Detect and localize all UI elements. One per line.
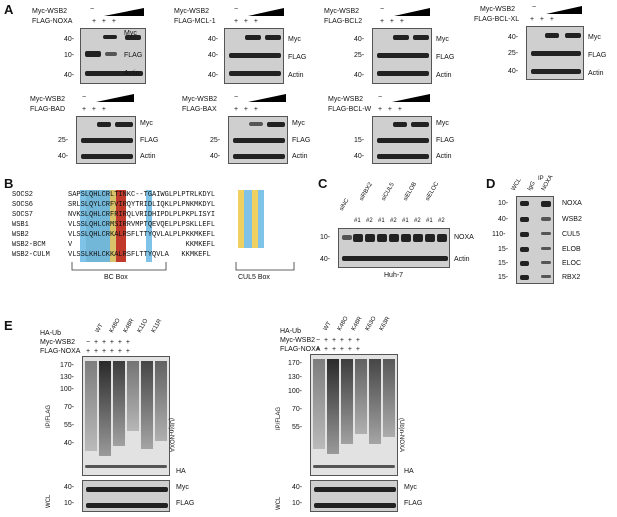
blot-noxa: Myc-WSB2 − FLAG-NOXA + + + 40- 10- 40- M…: [20, 6, 150, 88]
panel-label-a: A: [4, 2, 14, 17]
myc-wsb2-label: Myc-WSB2: [32, 8, 67, 15]
sequence-alignment: SOCS2 SOCS6 SOCS7 WSB1 WSB2 WSB2-BCM WSB…: [12, 190, 312, 290]
blot-bax: Myc-WSB2 − FLAG-BAX + + + 25- 40- Myc FL…: [170, 90, 320, 166]
flag-label: FLAG-NOXA: [32, 18, 73, 25]
panel-label-b: B: [4, 176, 14, 191]
gradient-wedge-icon: [392, 94, 430, 102]
box-brackets: [71, 262, 295, 271]
panel-label-c: C: [318, 176, 328, 191]
blot-bcl2: Myc-WSB2 − FLAG-BCL2 + + + 40- 25- 40- M…: [318, 6, 458, 88]
minus-sign: −: [90, 6, 95, 13]
gradient-wedge-icon: [96, 94, 134, 102]
panel-label-d: D: [486, 176, 496, 191]
blot-knockdown: siNC siRBX2 siCUL5 siELOB siELOC #1 #2 #…: [320, 181, 474, 279]
gradient-wedge-icon: [394, 8, 430, 16]
bc-box-label: BC Box: [104, 274, 128, 281]
blot-bclxl: Myc-WSB2 − FLAG-BCL-XL + + + 40- 25- 40-…: [466, 4, 616, 84]
blot-ubiquitination-right: HA-Ub Myc-WSB2 FLAG-NOXA WT K48O K48R K6…: [276, 315, 423, 512]
blot-bclw: Myc-WSB2 − FLAG-BCL-W + + + 15- 40- Myc …: [326, 90, 466, 166]
gradient-wedge-icon: [546, 6, 582, 14]
gradient-wedge-icon: [248, 94, 286, 102]
gradient-wedge-icon: [248, 8, 284, 16]
blot-mcl1: Myc-WSB2 − FLAG-MCL-1 + + + 40- 40- 40- …: [158, 6, 308, 88]
blot-coip: WCL IgG NOXA IP 10- 40- 110- 15- 15- 15-…: [488, 174, 616, 288]
blot-bad: Myc-WSB2 − FLAG-BAD + + + 25- 40- Myc FL…: [20, 90, 160, 166]
cul5-box-label: CUL5 Box: [238, 274, 270, 281]
panel-label-e: E: [4, 318, 13, 333]
blot-ubiquitination-left: HA-Ub Myc-WSB2 FLAG-NOXA WT K48O K48R K1…: [20, 318, 200, 514]
gradient-wedge-icon: [104, 8, 144, 16]
